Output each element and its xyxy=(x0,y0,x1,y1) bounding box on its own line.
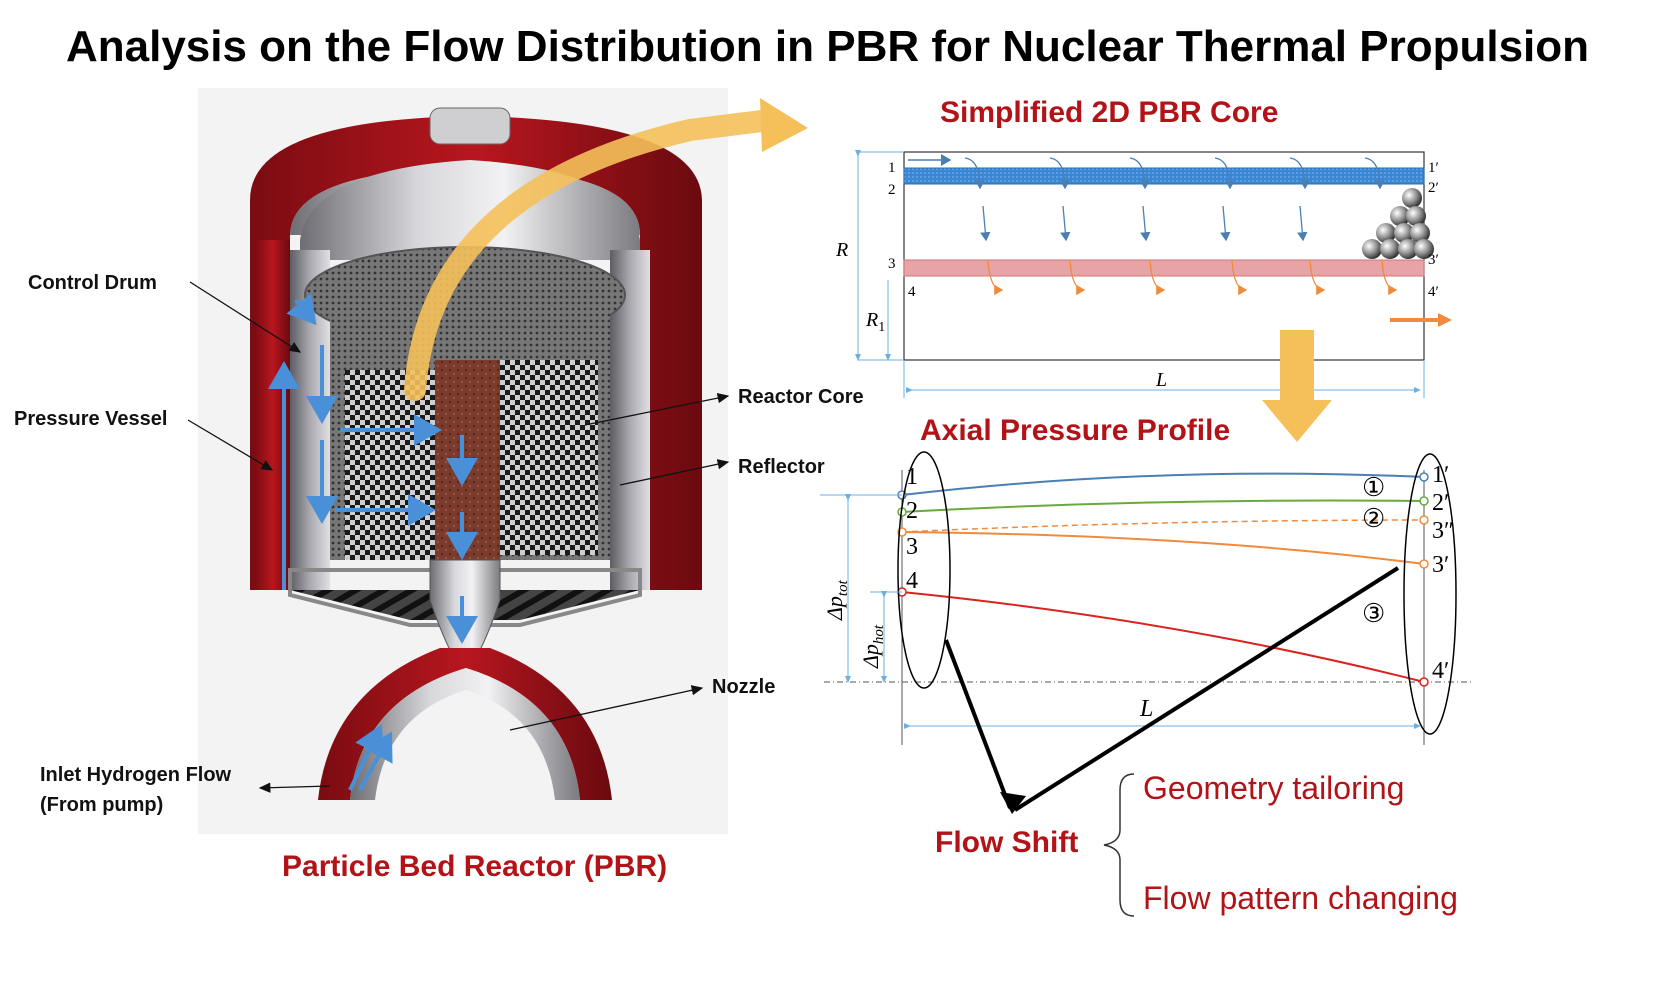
pressure-pt-3: 3 xyxy=(906,534,918,560)
option-geometry-tailoring: Geometry tailoring xyxy=(1143,770,1405,806)
core2d-diagram: 1 2 3 4 1ʹ 2ʹ 3ʹ 4ʹ R R1 L xyxy=(835,150,1452,398)
curve-label-1: ① xyxy=(1362,473,1385,502)
core2d-pt-3p: 3ʹ xyxy=(1428,252,1439,268)
label-pressure-vessel: Pressure Vessel xyxy=(14,408,168,430)
core2d-pt-1p: 1ʹ xyxy=(1428,160,1439,176)
core2d-dim-R: R xyxy=(835,239,848,261)
core2d-pt-4: 4 xyxy=(908,284,916,300)
curve-label-2: ② xyxy=(1362,504,1385,533)
page-title: Analysis on the Flow Distribution in PBR… xyxy=(65,22,1590,71)
core2d-pt-3: 3 xyxy=(888,256,896,272)
pressure-pt-4: 4 xyxy=(906,568,918,594)
pressure-pt-4p: 4ʹ xyxy=(1432,658,1449,684)
core2d-pt-4p: 4ʹ xyxy=(1428,284,1439,300)
reactor-caption: Particle Bed Reactor (PBR) xyxy=(282,850,668,883)
pressure-pt-2: 2 xyxy=(906,498,918,524)
inlet-line-1: Inlet Hydrogen Flow xyxy=(40,764,232,786)
dp-hot-label: Δphot xyxy=(858,624,887,669)
flow-shift-brace xyxy=(1103,773,1135,917)
core2d-title: Simplified 2D PBR Core xyxy=(940,96,1279,129)
option-flow-pattern-changing: Flow pattern changing xyxy=(1143,880,1458,916)
label-inlet-hydrogen: Inlet Hydrogen Flow (From pump) xyxy=(40,760,231,820)
core2d-dim-R1: R1 xyxy=(865,309,885,335)
pressure-diagram: 1 2 3 4 1ʹ 2ʹ 3ʺ 3ʹ 4ʹ ① ② ③ Δptot Δphot… xyxy=(820,451,1472,814)
label-reflector: Reflector xyxy=(738,456,825,478)
pressure-pt-1: 1 xyxy=(906,464,918,490)
core2d-pt-2p: 2ʹ xyxy=(1428,180,1439,196)
flow-shift-label: Flow Shift xyxy=(935,826,1079,859)
label-reactor-core: Reactor Core xyxy=(738,386,864,408)
label-control-drum: Control Drum xyxy=(28,272,157,294)
pressure-pt-3p: 3ʹ xyxy=(1432,552,1449,578)
down-arrow xyxy=(1262,330,1332,442)
curve-label-3: ③ xyxy=(1362,599,1385,628)
pressure-pt-3pp: 3ʺ xyxy=(1432,518,1453,544)
inlet-line-2: (From pump) xyxy=(40,794,164,816)
pressure-dim-L: L xyxy=(1139,696,1153,722)
core2d-pt-1: 1 xyxy=(888,160,896,176)
core2d-dim-L: L xyxy=(1155,369,1167,391)
pressure-pt-2p: 2ʹ xyxy=(1432,490,1449,516)
core2d-pt-2: 2 xyxy=(888,182,896,198)
dp-tot-label: Δptot xyxy=(822,579,851,621)
pressure-pt-1p: 1ʹ xyxy=(1432,462,1449,488)
label-nozzle: Nozzle xyxy=(712,676,776,698)
pressure-title: Axial Pressure Profile xyxy=(920,414,1231,447)
